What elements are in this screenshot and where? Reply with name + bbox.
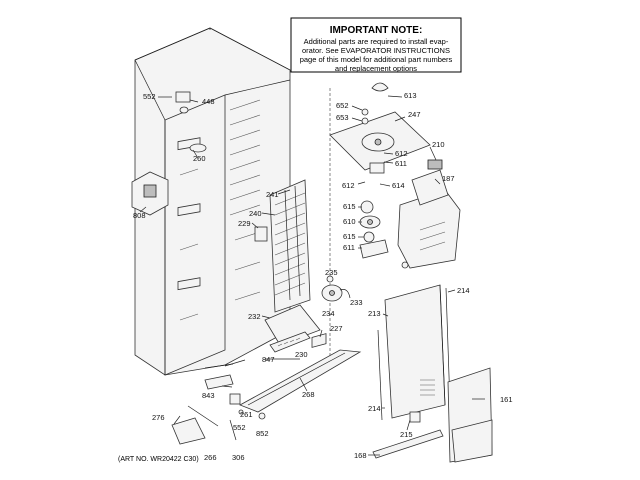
fan-motor-assembly [359,200,389,259]
bottom-rail-268 [239,349,362,413]
actuator-210 [427,159,443,170]
pin-306 [229,419,237,441]
fan-nut [361,108,369,116]
callout-168: 168 [354,451,367,460]
callout-653: 653 [336,113,349,122]
callout-612: 612 [395,149,408,158]
callout-614: 614 [392,181,405,190]
note-line-2: orator. See EVAPORATOR INSTRUCTIONS [302,46,450,55]
callout-227: 227 [330,324,343,333]
callout-847: 847 [262,355,275,364]
cabinet-screw [179,106,189,114]
callout-266: 266 [204,453,217,462]
screw-852 [258,412,266,420]
callout-615-lower: 615 [343,232,356,241]
callout-210: 210 [432,140,445,149]
small-hardware [171,363,266,445]
callout-652: 652 [336,101,349,110]
rod-266 [187,405,219,427]
hinge-bracket [175,91,191,103]
fan-motor-mount [369,162,385,174]
callout-276: 276 [152,413,165,422]
callout-260: 260 [193,154,206,163]
toe-grille-161 [447,367,493,463]
hinge-276 [171,417,206,445]
callout-215: 215 [400,430,413,439]
note-line-1: Additional parts are required to install… [304,37,449,46]
light-lens [189,143,207,153]
callout-247: 247 [408,110,421,119]
callout-161: 161 [500,395,513,404]
callout-268: 268 [302,390,315,399]
callout-233: 233 [350,298,363,307]
callout-306: 306 [232,453,245,462]
important-note-box: IMPORTANT NOTE: Additional parts are req… [290,17,462,73]
callout-232: 232 [248,312,261,321]
callout-214: 214 [457,286,470,295]
fresh-food-shelf-rails [229,99,261,301]
callout-808: 808 [133,211,146,220]
condenser-fan [321,275,351,302]
callout-187: 187 [442,174,455,183]
callout-230: 230 [295,350,308,359]
fan-bracket [329,82,431,174]
bracket-843 [204,374,234,390]
callout-261: 261 [240,410,253,419]
callout-229: 229 [238,219,251,228]
callout-213: 213 [368,309,381,318]
callout-448: 448 [202,97,215,106]
fan-washer [361,117,369,125]
callout-235: 235 [325,268,338,277]
freezer-back-panel [377,284,451,421]
evaporator-clip [254,226,268,242]
callout-611: 611 [395,159,407,168]
fan-blade [371,82,389,92]
callout-labels: 552 448 260 808 241 240 229 232 847 843 … [133,91,513,462]
callout-611-lower: 611 [343,243,355,252]
callout-552-lower: 552 [233,423,246,432]
callout-610: 610 [343,217,356,226]
bottom-bracket-168 [372,411,444,459]
control-module-808 [131,171,169,216]
refrigerator-cabinet [134,27,291,376]
callout-852: 852 [256,429,269,438]
callout-615: 615 [343,202,356,211]
leader-lines [139,95,485,456]
note-line-3: page of this model for additional part n… [300,55,453,64]
callout-240: 240 [249,209,262,218]
screw-552 [238,409,244,415]
note-line-4: and replacement options [335,64,417,73]
callout-552: 552 [143,92,156,101]
drain-heater [269,331,327,353]
callout-613: 613 [404,91,417,100]
callout-241: 241 [266,190,279,199]
callout-214-lower: 214 [368,404,381,413]
callout-234: 234 [322,309,335,318]
evaporator-coil [254,179,311,313]
callout-612-lower: 612 [342,181,355,190]
callout-843: 843 [202,391,215,400]
note-title: IMPORTANT NOTE: [330,25,423,36]
art-number: (ART NO. WR20422 C30) [118,456,199,463]
cam-261 [229,393,241,405]
clip-215 [409,411,421,423]
ice-dispenser-housing [397,159,461,269]
